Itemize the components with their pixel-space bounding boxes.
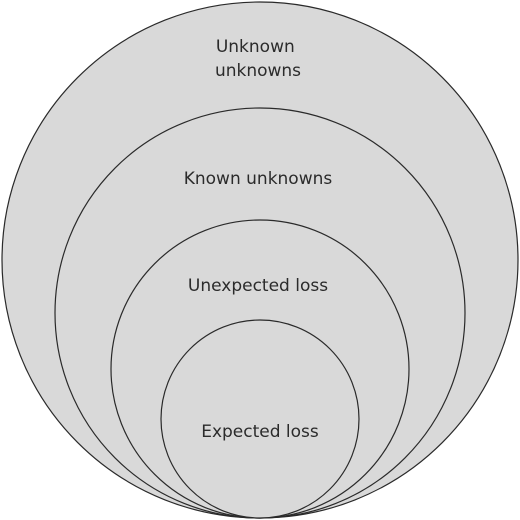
circle-expected-loss (160, 319, 360, 519)
label-unexpected-loss: Unexpected loss (188, 276, 328, 296)
label-expected-loss: Expected loss (201, 422, 319, 442)
label-known-unknowns: Known unknowns (184, 169, 333, 189)
label-unknown-unknowns: Unknown unknowns (215, 37, 301, 81)
label-unknown-unknowns-line-2: unknowns (215, 61, 301, 81)
label-unknown-unknowns-line-1: Unknown (216, 37, 295, 57)
